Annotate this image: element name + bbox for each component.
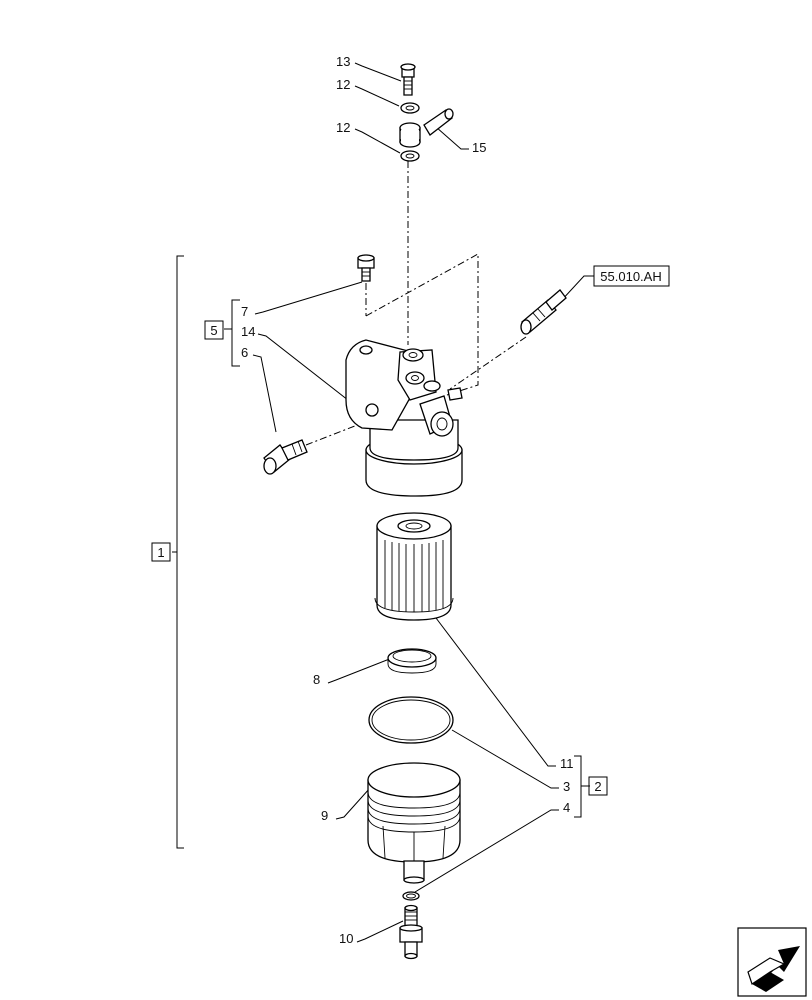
sealing-washer-12-lower xyxy=(400,150,420,162)
callout-6: 6 xyxy=(241,345,248,360)
callout-13: 13 xyxy=(336,54,350,69)
callout-8: 8 xyxy=(313,672,320,687)
assembly-bracket-2 xyxy=(574,755,590,818)
svg-text:55.010.AH: 55.010.AH xyxy=(600,269,661,284)
banjo-bolt-13 xyxy=(400,63,416,96)
banjo-fitting-15 xyxy=(399,108,454,148)
assembly-bracket-1 xyxy=(172,255,184,849)
filter-head-14 xyxy=(345,339,463,497)
callout-9: 9 xyxy=(321,808,328,823)
callout-12-lower: 12 xyxy=(336,120,350,135)
fuel-connector-55-010-ah xyxy=(520,289,567,335)
callout-4: 4 xyxy=(563,800,570,815)
svg-text:2: 2 xyxy=(594,779,601,794)
callout-15: 15 xyxy=(472,140,486,155)
svg-text:1: 1 xyxy=(157,545,164,560)
callout-3: 3 xyxy=(563,779,570,794)
svg-text:5: 5 xyxy=(210,323,217,338)
callout-7: 7 xyxy=(241,304,248,319)
leader-lines xyxy=(252,62,594,943)
callout-11: 11 xyxy=(560,756,574,771)
assembly-bracket-5 xyxy=(224,299,240,367)
reference-box-55-010-ah[interactable]: 55.010.AH xyxy=(593,265,670,287)
sealing-washer-12-upper xyxy=(400,102,420,114)
o-ring-4 xyxy=(402,891,420,901)
callout-12-upper: 12 xyxy=(336,77,350,92)
seal-ring-8 xyxy=(387,648,437,674)
callout-box-2[interactable]: 2 xyxy=(588,776,608,796)
callout-14: 14 xyxy=(241,324,255,339)
alignment-lines xyxy=(305,161,527,446)
callout-10: 10 xyxy=(339,931,353,946)
callout-box-5[interactable]: 5 xyxy=(204,320,224,340)
filter-element-11 xyxy=(374,512,454,621)
filter-pleats xyxy=(384,540,444,612)
bolt-7 xyxy=(357,254,375,282)
next-page-arrow-icon[interactable] xyxy=(737,927,807,997)
callout-box-1[interactable]: 1 xyxy=(151,542,171,562)
separator-bowl-9 xyxy=(367,762,461,884)
o-ring-3 xyxy=(368,696,454,744)
plug-screw-6 xyxy=(263,439,308,475)
drain-valve-10 xyxy=(399,904,423,960)
